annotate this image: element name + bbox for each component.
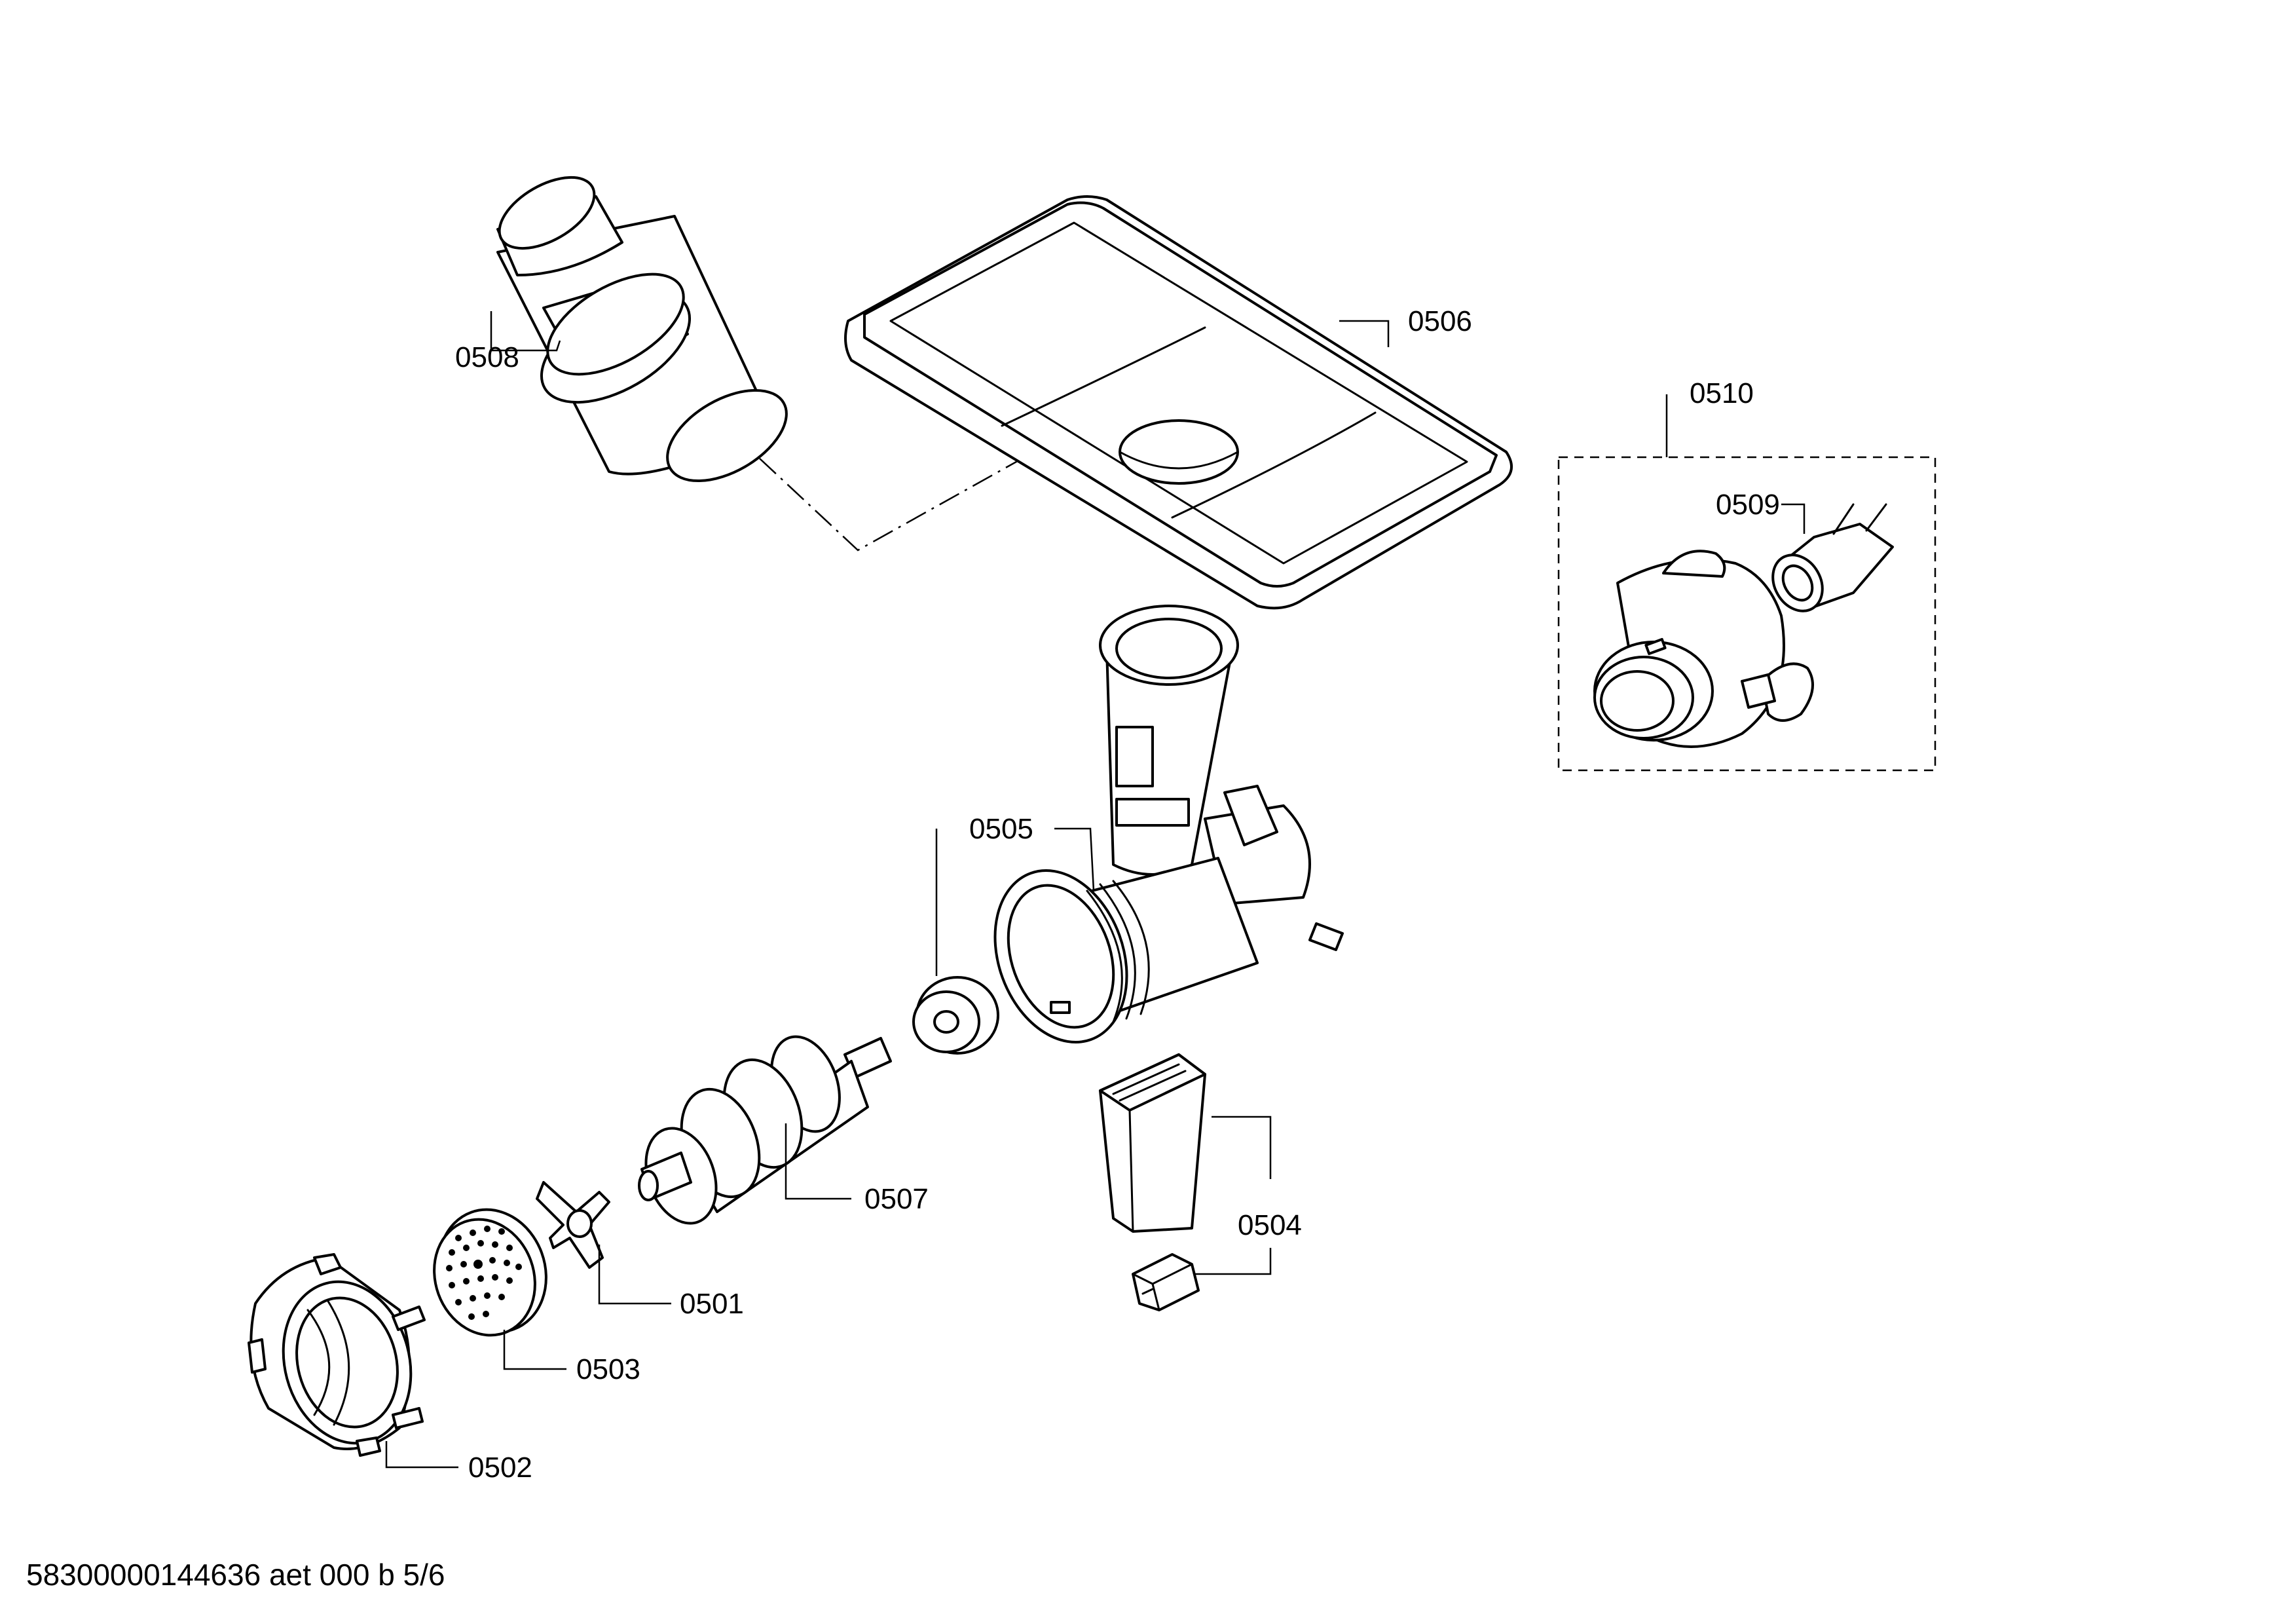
part-0503-disc	[433, 1208, 547, 1337]
label-0509: 0509	[1716, 489, 1780, 521]
part-0508-pusher	[496, 176, 788, 483]
disc-holes	[446, 1226, 522, 1320]
part-0504-clip	[1132, 1253, 1200, 1311]
part-0504-box	[1099, 1053, 1206, 1233]
assembly-line-pusher	[759, 392, 1174, 552]
part-0507-worm	[638, 1035, 892, 1225]
leader-0506	[1339, 320, 1390, 347]
leader-0504	[1195, 1116, 1272, 1275]
part-0505-housing	[993, 605, 1344, 1043]
part-0502-ring-nut	[248, 1253, 426, 1457]
part-0501-blade	[536, 1181, 610, 1269]
part-0506-tray	[844, 195, 1513, 610]
leader-lines	[385, 311, 1805, 1469]
leader-0509	[1781, 503, 1805, 534]
part-0505-ring	[912, 976, 999, 1055]
leader-0503	[503, 1330, 566, 1370]
label-0504: 0504	[1238, 1209, 1302, 1241]
label-0510: 0510	[1690, 377, 1754, 409]
drawing-footer: 58300000144636 aet 000 b 5/6	[26, 1558, 445, 1592]
label-0503: 0503	[576, 1353, 640, 1385]
part-labels: 0508 0506 0510 0509 0505 0507 0504 0501 …	[455, 305, 1780, 1484]
leader-0505	[935, 827, 1095, 976]
label-0506: 0506	[1408, 305, 1472, 337]
leader-0508	[490, 311, 561, 352]
label-0508: 0508	[455, 341, 519, 373]
leader-0501	[598, 1245, 671, 1305]
label-0501: 0501	[680, 1288, 744, 1320]
leader-0507	[785, 1123, 851, 1200]
part-0509-coupling	[1771, 503, 1894, 612]
label-0507: 0507	[864, 1183, 929, 1215]
label-0502: 0502	[468, 1452, 532, 1484]
label-0505: 0505	[969, 813, 1033, 845]
leader-0502	[385, 1441, 458, 1469]
part-0510-attachment	[1593, 550, 1814, 748]
